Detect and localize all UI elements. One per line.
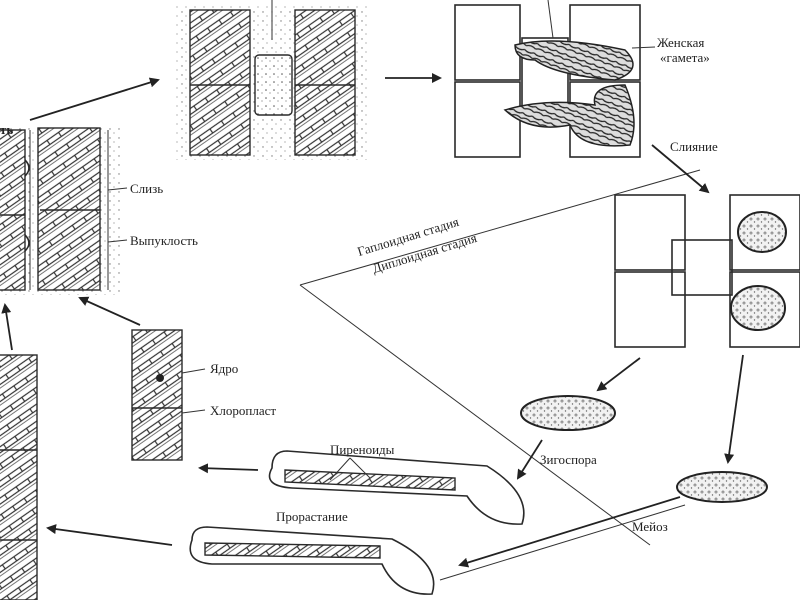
label-mucus: Слизь (130, 181, 164, 196)
label-chloroplast: Хлоропласт (210, 403, 277, 418)
arrow-3 (651, 144, 710, 194)
zygospore-2 (676, 471, 768, 503)
cut-off-label: ть (0, 122, 14, 137)
arrow-6 (516, 439, 543, 480)
left-filaments-conjugating (0, 125, 120, 295)
conjugation-tube-filaments (175, 0, 370, 160)
arrow-9 (46, 524, 173, 546)
label-protrusion: Выпуклость (130, 233, 198, 248)
arrow-10 (78, 296, 141, 326)
label-nucleus: Ядро (210, 361, 239, 376)
arrow-5 (724, 354, 744, 464)
label-female-gamete-1: Женская (657, 35, 705, 50)
label-fusion: Слияние (670, 139, 718, 154)
zygospore-1 (520, 395, 616, 431)
stage-boundary-lines (299, 169, 701, 581)
arrow-11 (1, 303, 13, 351)
label-germination: Прорастание (276, 509, 348, 524)
bottom-left-filament (0, 354, 38, 600)
arrow-1 (29, 77, 160, 121)
label-female-gamete-2: «гамета» (660, 50, 710, 65)
germinating-spore-upper (268, 450, 525, 525)
arrow-4 (596, 357, 641, 392)
vegetative-filament (131, 329, 206, 461)
gamete-migration-filaments (454, 0, 656, 158)
arrow-7 (458, 496, 681, 568)
zygote-filaments (614, 194, 800, 348)
label-pyrenoids: Пиреноиды (330, 442, 395, 457)
label-meiosis: Мейоз (632, 519, 668, 534)
label-zygospore: Зигоспора (540, 452, 597, 467)
germinating-spore-lower (189, 526, 435, 595)
arrow-8 (198, 463, 259, 474)
